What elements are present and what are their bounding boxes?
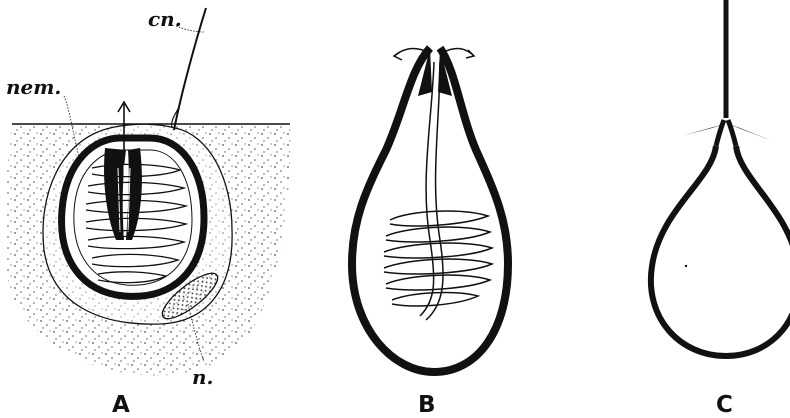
panel-label-a: A [112, 392, 130, 418]
barbs-c [682, 124, 770, 140]
panel-a: cn. nem. n. A [5, 7, 290, 418]
label-nucleus: n. [192, 365, 214, 389]
panel-label-c: C [716, 392, 733, 418]
panel-b: B [352, 48, 508, 418]
capsule-b [352, 48, 508, 372]
panel-label-b: B [418, 392, 436, 418]
panel-c: C [651, 0, 790, 418]
capsule-c [651, 146, 790, 356]
label-nematocyst: nem. [6, 75, 61, 99]
label-cnidocil: cn. [148, 7, 182, 31]
